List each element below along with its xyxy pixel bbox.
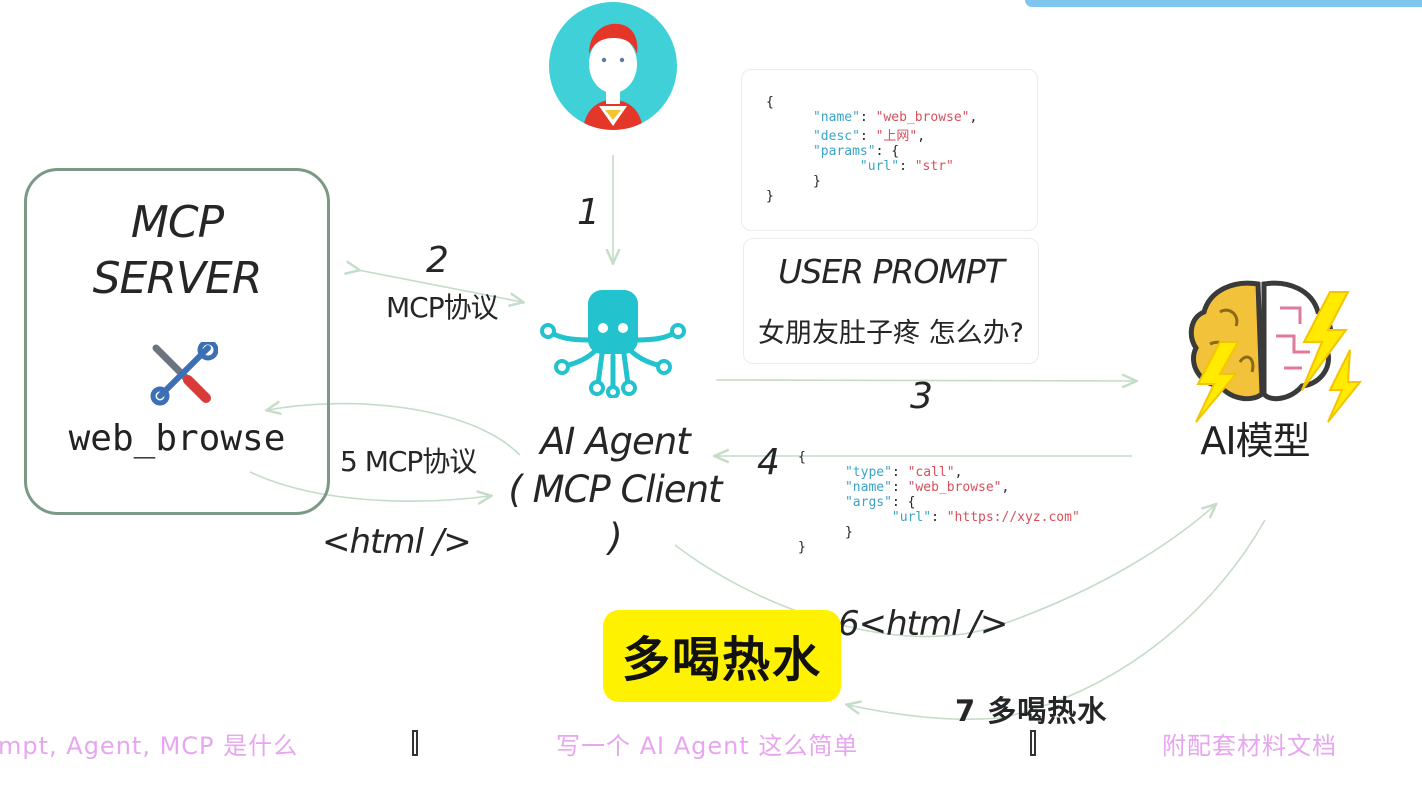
caption-2: 写一个 AI Agent 这么简单 (556, 732, 859, 760)
step-1-label: 1 (577, 192, 600, 233)
step-7-label: 7 多喝热水 (955, 694, 1108, 728)
step-2-protocol: MCP协议 (386, 291, 499, 324)
agent-label: AI Agent ( MCP Client ) (500, 418, 730, 562)
user-prompt-text: 女朋友肚子疼 怎么办? (758, 318, 1024, 349)
user-avatar (549, 2, 677, 130)
user-prompt-card (743, 238, 1039, 364)
tool-call-json: { "type": "call", "name": "web_browse", … (798, 450, 1080, 555)
mcp-server-box (24, 168, 330, 515)
user-prompt-title: USER PROMPT (778, 252, 1005, 291)
html-response-label: <html /> (322, 522, 472, 562)
wrench-screwdriver-icon (150, 342, 218, 406)
model-label: AI模型 (1200, 419, 1310, 463)
caption-separator-1 (412, 730, 418, 756)
arrow-step-2 (358, 270, 522, 302)
answer-badge (603, 610, 841, 702)
caption-1: mpt, Agent, MCP 是什么 (0, 732, 299, 760)
caption-3: 附配套材料文档 (1162, 732, 1337, 760)
server-title-line1: MCP (130, 197, 224, 248)
agent-label-line1: AI Agent (540, 420, 691, 463)
mcp-server-title: MCP SERVER (24, 195, 330, 307)
step-3-label: 3 (910, 376, 933, 417)
step-5-label: 5 MCP协议 (340, 445, 477, 478)
arrow-step-5-request (268, 404, 521, 456)
answer-badge-text: 多喝热水 (621, 632, 822, 688)
step-2-label: 2 (426, 240, 449, 281)
arrow-step-3 (715, 380, 1135, 381)
octopus-agent-icon (540, 290, 686, 398)
arrow-step-6 (674, 505, 1215, 638)
tool-name: web_browse (68, 418, 286, 459)
top-progress-bar (1025, 0, 1422, 7)
server-title-line2: SERVER (92, 253, 263, 304)
arrow-step-7 (848, 519, 1266, 721)
step-4-label: 4 (757, 442, 780, 483)
brain-lightning-icon (1188, 280, 1362, 423)
step-6-label: 6<html /> (838, 604, 1008, 644)
agent-label-line2: ( MCP Client ) (508, 468, 722, 559)
tool-schema-card (741, 69, 1038, 231)
arrow-step-5-response (249, 471, 490, 501)
tool-schema-json: { "name": "web_browse", "desc": "上网", "p… (766, 95, 978, 204)
caption-separator-2 (1030, 730, 1036, 756)
superhero-avatar-icon (583, 23, 643, 130)
